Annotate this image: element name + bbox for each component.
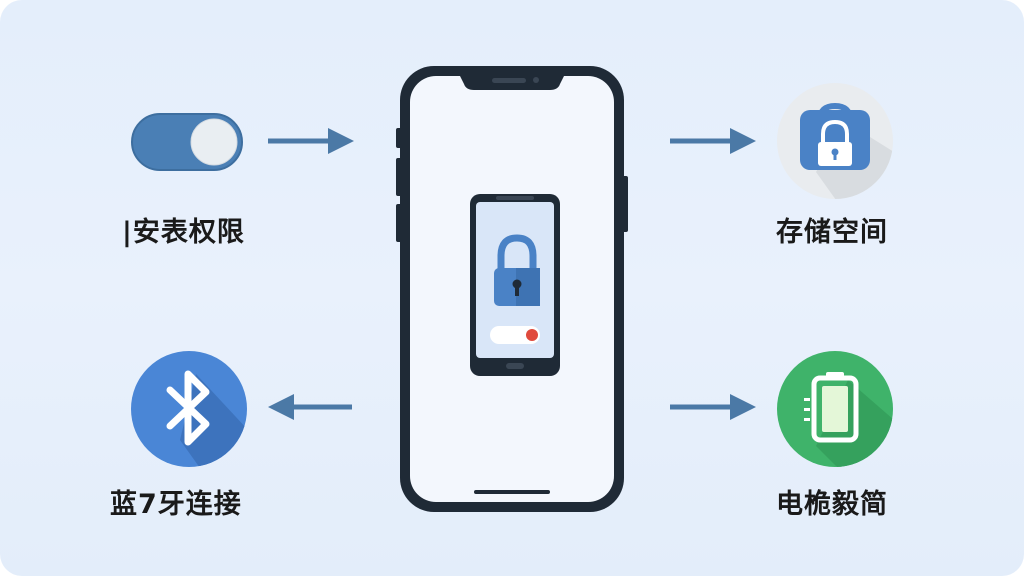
arrow-right-icon — [670, 128, 756, 154]
toggle-switch-icon — [131, 113, 243, 171]
label-top-left: |安表权限 — [122, 217, 245, 248]
label-top-right: 存储空间 — [776, 217, 888, 248]
battery-icon — [777, 351, 893, 467]
bluetooth-icon — [131, 351, 247, 467]
label-bottom-left: 蓝7牙连接 — [110, 489, 242, 520]
arrow-right-icon — [670, 394, 756, 420]
arrow-left-icon — [268, 394, 352, 420]
label-bottom-right: 电桅毅简 — [776, 489, 888, 520]
arrow-right-icon — [268, 128, 354, 154]
lock-icon — [777, 83, 893, 199]
inner-phone-icon — [470, 194, 560, 376]
